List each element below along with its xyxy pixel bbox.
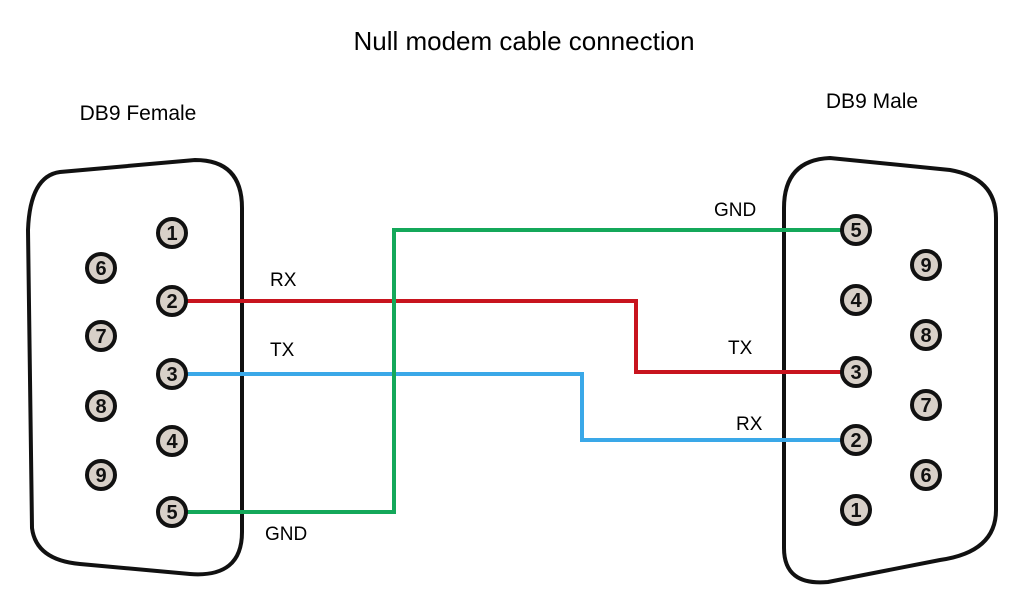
right-pin-4: 4	[840, 284, 872, 316]
left-pin-9: 9	[85, 459, 117, 491]
right-pin-2-number: 2	[850, 430, 861, 452]
wire-gnd-to-gnd	[172, 228, 850, 514]
right-pin-1-number: 1	[850, 500, 861, 522]
wire-label-gnd-right: GND	[714, 200, 756, 221]
right-pin-7-number: 7	[920, 395, 931, 417]
wire-tx-to-rx	[172, 372, 850, 442]
wires	[172, 228, 850, 514]
left-pin-2: 2	[156, 285, 188, 317]
db9-male-pins: 5 4 3 2 1 9 8 7	[840, 214, 942, 526]
left-pin-6-number: 6	[95, 258, 106, 280]
right-pin-8: 8	[910, 319, 942, 351]
right-pin-2: 2	[840, 424, 872, 456]
db9-male-shell	[782, 155, 998, 585]
right-pin-9-number: 9	[920, 255, 931, 277]
right-pin-6-number: 6	[920, 465, 931, 487]
left-pin-2-number: 2	[166, 291, 177, 313]
left-pin-3: 3	[156, 358, 188, 390]
left-pin-3-number: 3	[166, 364, 177, 386]
wire-label-tx-right: TX	[728, 338, 753, 359]
right-pin-8-number: 8	[920, 325, 931, 347]
right-pin-4-number: 4	[850, 290, 862, 312]
db9-female-pins: 1 2 3 4 5 6 7 8	[85, 217, 188, 528]
right-pin-7: 7	[910, 389, 942, 421]
right-pin-6: 6	[910, 459, 942, 491]
left-pin-6: 6	[85, 252, 117, 284]
left-pin-5-number: 5	[166, 502, 177, 524]
right-pin-3: 3	[840, 356, 872, 388]
wire-rx-to-tx	[172, 299, 850, 374]
wire-label-gnd-left: GND	[265, 524, 307, 545]
wire-label-rx-right: RX	[736, 414, 763, 435]
right-connector-label: DB9 Male	[826, 90, 918, 113]
left-pin-1: 1	[156, 217, 188, 249]
diagram-title: Null modem cable connection	[353, 26, 694, 56]
left-pin-4: 4	[156, 425, 188, 457]
right-pin-9: 9	[910, 249, 942, 281]
left-pin-5: 5	[156, 496, 188, 528]
left-pin-1-number: 1	[166, 223, 177, 245]
left-pin-4-number: 4	[166, 431, 178, 453]
left-pin-9-number: 9	[95, 465, 106, 487]
right-pin-3-number: 3	[850, 362, 861, 384]
wire-label-rx-left: RX	[270, 270, 297, 291]
right-pin-5-number: 5	[850, 220, 861, 242]
right-pin-5: 5	[840, 214, 872, 246]
left-pin-8: 8	[85, 390, 117, 422]
db9-female-shell	[25, 157, 244, 577]
left-pin-8-number: 8	[95, 396, 106, 418]
wire-label-tx-left: TX	[270, 340, 295, 361]
left-connector-label: DB9 Female	[80, 102, 197, 125]
left-pin-7: 7	[85, 320, 117, 352]
left-pin-7-number: 7	[95, 326, 106, 348]
right-pin-1: 1	[840, 494, 872, 526]
